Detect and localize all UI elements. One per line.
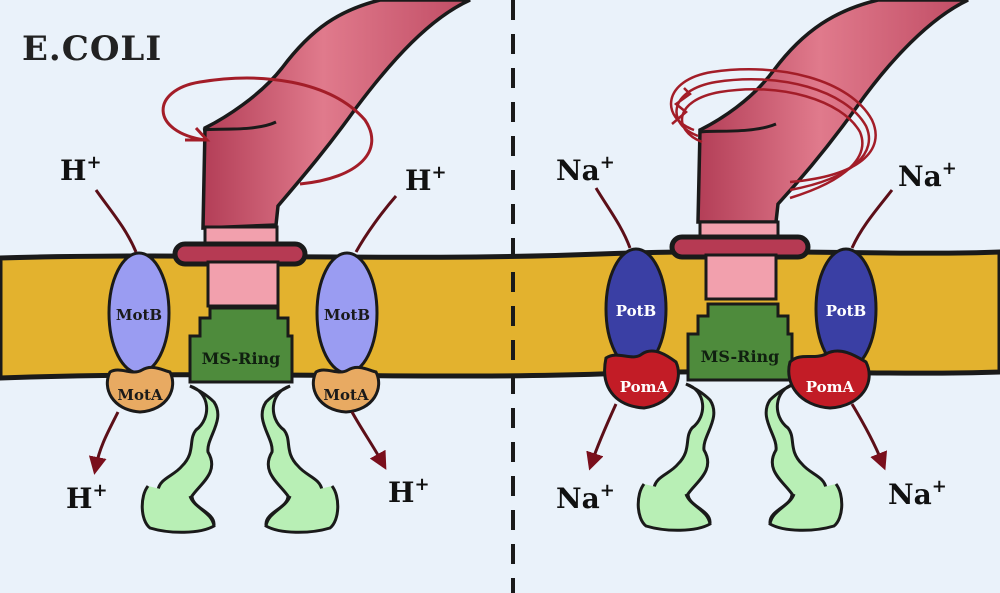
left-motor: MS-Ring MotB MotA MotB MotA H+ H+ H+ H+ — [60, 0, 471, 534]
ion-out-arrow-left-1-icon — [88, 411, 120, 475]
pomA-label-right-2: PomA — [806, 378, 855, 396]
motA-label-left-1: MotA — [117, 386, 163, 404]
ion-label-right-out-1: Na+ — [556, 480, 615, 515]
flagellum-base-edge — [202, 120, 277, 132]
ms-ring-left — [188, 306, 294, 384]
ms-ring-right — [686, 302, 794, 382]
ion-in-path-left-2 — [354, 195, 398, 253]
potB-label-right-1: PotB — [616, 302, 657, 320]
ion-label-left-in-1: H+ — [60, 152, 102, 187]
potB-label-right-2: PotB — [826, 302, 867, 320]
flagellum-base-edge-right — [699, 122, 777, 134]
c-ring-foot-right-b — [768, 483, 844, 532]
ion-in-path-right-1 — [594, 187, 632, 249]
ion-label-right-in-2: Na+ — [898, 158, 957, 193]
rod — [206, 260, 280, 308]
c-ring-foot-right-a — [636, 483, 712, 532]
pomA-right-2 — [787, 349, 871, 410]
ion-label-left-in-2: H+ — [405, 162, 447, 197]
ion-in-path-left-1 — [94, 189, 138, 253]
ion-label-left-out-2: H+ — [388, 474, 430, 509]
flagellum-filament — [201, 0, 471, 230]
diagram-title: E.COLI — [22, 29, 162, 69]
motA-left-1 — [105, 365, 175, 414]
motB-label-left-1: MotB — [116, 306, 162, 324]
rotation-arrowhead-icon — [185, 126, 211, 142]
ion-out-arrow-right-2-icon — [850, 403, 888, 471]
ms-ring-label-left: MS-Ring — [202, 349, 281, 368]
motA-label-left-2: MotA — [323, 386, 369, 404]
rod-right — [704, 253, 778, 301]
ion-out-arrow-left-2-icon — [350, 411, 387, 470]
motB-label-left-2: MotB — [324, 306, 370, 324]
ms-ring-label-right: MS-Ring — [701, 347, 780, 366]
pomA-right-1 — [603, 349, 680, 410]
ion-label-left-out-1: H+ — [66, 480, 108, 515]
motA-left-2 — [311, 365, 381, 414]
ion-out-arrow-right-1-icon — [586, 403, 618, 471]
c-ring-foot-left-a — [140, 485, 216, 534]
c-ring-foot-left-b — [264, 485, 340, 534]
right-motor: MS-Ring PotB PomA PotB PomA Na+ Na+ Na+ … — [556, 0, 969, 532]
ion-in-path-right-2 — [850, 189, 894, 249]
fast-rotation-arrows-icon — [669, 68, 877, 200]
rotation-arrow-icon — [161, 76, 374, 186]
ion-label-right-in-1: Na+ — [556, 152, 615, 187]
ion-label-right-out-2: Na+ — [888, 476, 947, 511]
pomA-label-right-1: PomA — [620, 378, 669, 396]
